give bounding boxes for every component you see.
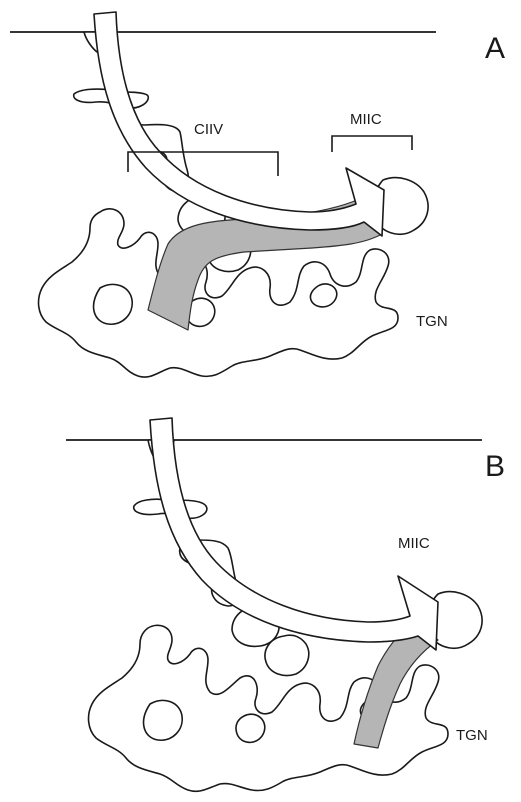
tgn-label-a: TGN (416, 313, 448, 330)
tgn-cisterna-b1 (144, 700, 183, 740)
endocytic-arrow-b (150, 418, 438, 650)
miic-bracket-a (332, 136, 412, 152)
panel-b-label: B (485, 450, 505, 483)
vesicle-b2 (265, 635, 309, 675)
tgn-label-b: TGN (456, 727, 488, 744)
panel-a: A CIIV MIIC TGN (10, 12, 505, 377)
miic-label-b: MIIC (398, 535, 430, 552)
tgn-cisterna-b2 (236, 714, 265, 742)
ciiv-label: CIIV (194, 121, 223, 138)
miic-label-a: MIIC (350, 111, 382, 128)
panel-b: B MIIC TGN (66, 418, 505, 791)
tgn-cisterna-a1 (94, 284, 133, 324)
panel-a-label: A (485, 32, 505, 65)
endocytic-arrow-a (94, 12, 384, 236)
